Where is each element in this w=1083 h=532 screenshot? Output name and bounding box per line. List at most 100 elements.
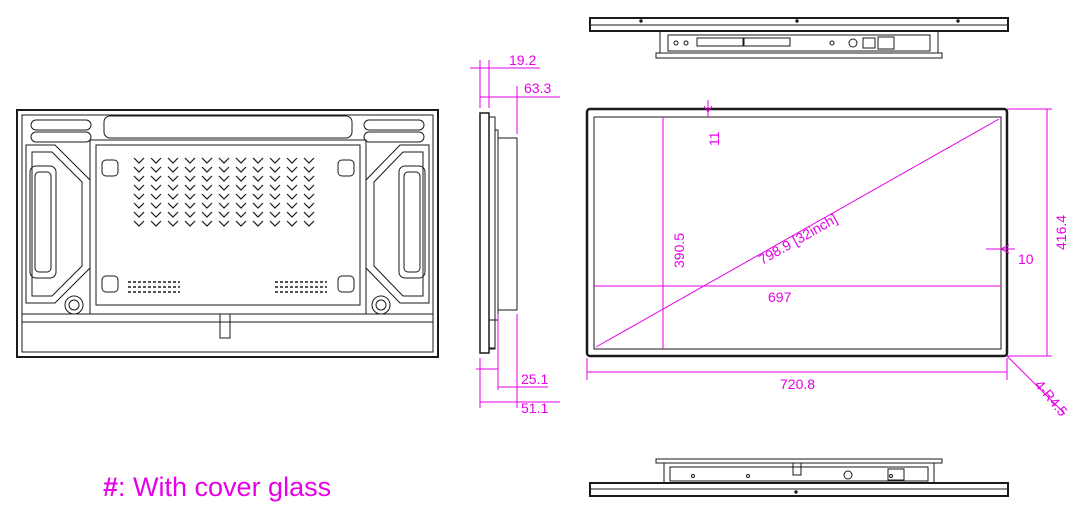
vent-slot	[201, 166, 213, 173]
vent-slot	[235, 211, 247, 218]
rear-outline	[16, 109, 439, 358]
top-view	[589, 17, 1009, 59]
vent-slot	[286, 157, 298, 164]
vent-slot	[269, 184, 281, 191]
vent-slot	[269, 211, 281, 218]
front-outer-frame	[585, 107, 1009, 358]
dim-side-bottom-b: 51.1	[521, 400, 548, 416]
vent-slot	[167, 220, 179, 227]
vent-slot	[269, 202, 281, 209]
vent-slot	[184, 157, 196, 164]
vent-slot	[150, 211, 162, 218]
vent-slot	[150, 184, 162, 191]
vent-slot	[235, 175, 247, 182]
vent-slot	[303, 157, 315, 164]
vent-slot	[133, 175, 145, 182]
vent-slot	[269, 193, 281, 200]
rear-top-bar	[103, 115, 353, 139]
vent-slot	[252, 193, 264, 200]
vent-slot	[184, 175, 196, 182]
vent-slot	[269, 220, 281, 227]
vent-slot	[252, 157, 264, 164]
vent-slot	[150, 202, 162, 209]
dim-active-height: 390.5	[671, 233, 687, 268]
side-view	[479, 112, 518, 354]
vent-slot	[133, 157, 145, 164]
front-dimensions	[586, 100, 1066, 415]
vent-slot	[201, 157, 213, 164]
front-view	[585, 107, 1009, 358]
vent-slot	[201, 202, 213, 209]
rear-left-bracket	[25, 144, 91, 304]
vent-slot	[235, 193, 247, 200]
vent-slot	[218, 193, 230, 200]
rear-center-plate	[89, 139, 367, 315]
bottom-view	[589, 458, 1009, 497]
dim-border-top: 11	[706, 131, 722, 146]
vent-slot	[184, 211, 196, 218]
note-symbol: #	[103, 472, 119, 502]
note-text: : With cover glass	[118, 472, 332, 502]
front-active-area	[593, 116, 1002, 350]
vent-slot	[201, 220, 213, 227]
vent-slot	[252, 175, 264, 182]
vent-slot	[201, 184, 213, 191]
vent-slot	[218, 157, 230, 164]
side-panel	[479, 112, 490, 354]
vent-slot	[286, 184, 298, 191]
vent-slot	[286, 220, 298, 227]
vent-slot	[235, 157, 247, 164]
vent-slot	[286, 175, 298, 182]
vent-slot	[252, 211, 264, 218]
dim-border-right: 10	[1018, 251, 1034, 267]
side-back-box	[497, 137, 518, 311]
vent-slot	[184, 220, 196, 227]
vent-slot	[269, 157, 281, 164]
vent-slot	[218, 211, 230, 218]
vent-slot	[218, 202, 230, 209]
vent-slot	[184, 202, 196, 209]
vent-slot	[167, 202, 179, 209]
vent-slot	[235, 184, 247, 191]
side-dimensions	[470, 60, 560, 408]
dim-side-bezel: 19.2	[509, 52, 536, 68]
cover-glass-note: #: With cover glass	[103, 472, 331, 503]
vent-slot	[269, 175, 281, 182]
vent-slot	[218, 184, 230, 191]
vent-slot	[235, 202, 247, 209]
vent-slot	[201, 193, 213, 200]
vent-slot	[218, 175, 230, 182]
vent-slot	[133, 211, 145, 218]
vent-slot	[252, 202, 264, 209]
vent-slot	[133, 220, 145, 227]
vent-slot	[184, 193, 196, 200]
vent-slot	[150, 166, 162, 173]
vent-slot	[303, 184, 315, 191]
vent-slot	[286, 211, 298, 218]
vent-slot	[150, 220, 162, 227]
rear-view	[16, 109, 439, 358]
vent-slot	[303, 193, 315, 200]
rear-bottom-grilles	[128, 281, 327, 293]
top-chassis	[659, 30, 939, 54]
vent-slot	[201, 211, 213, 218]
vent-slot	[252, 184, 264, 191]
vent-slot	[133, 166, 145, 173]
vent-slot	[167, 166, 179, 173]
vent-slot	[218, 166, 230, 173]
vent-slot	[150, 175, 162, 182]
vent-slot	[184, 184, 196, 191]
vent-slot	[133, 193, 145, 200]
dim-outer-width: 720.8	[780, 376, 815, 392]
vent-slot	[286, 193, 298, 200]
vent-slot	[252, 166, 264, 173]
vent-slot	[303, 175, 315, 182]
vent-slot	[167, 157, 179, 164]
vent-slot	[303, 202, 315, 209]
vent-slot	[303, 220, 315, 227]
dim-diagonal: 798.9 [32inch]	[756, 210, 840, 267]
dim-active-width: 697	[768, 289, 792, 305]
rear-right-bracket	[365, 144, 430, 304]
vent-slot	[286, 166, 298, 173]
